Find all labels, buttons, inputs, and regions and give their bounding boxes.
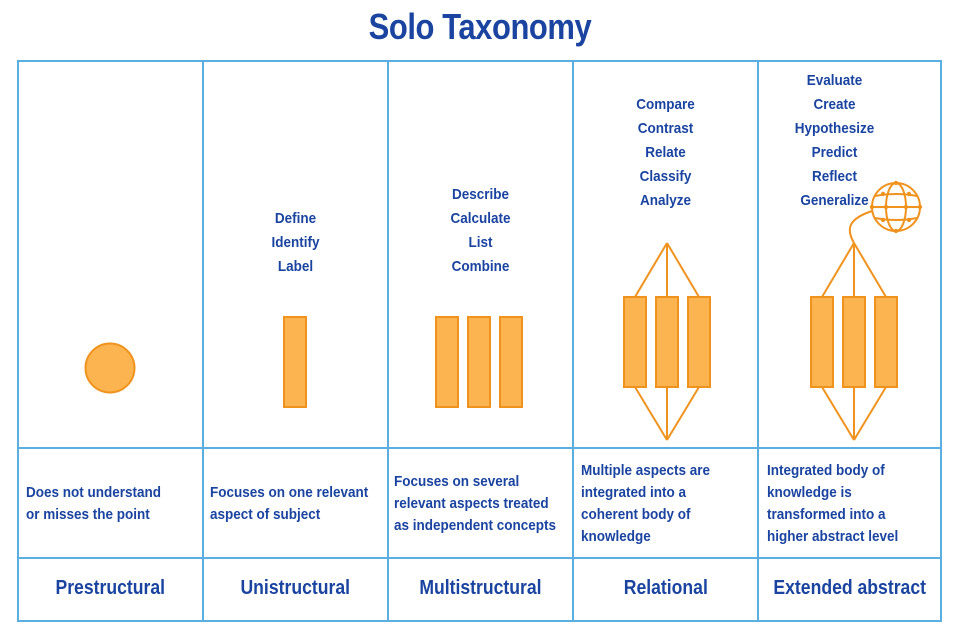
verb-item: Create bbox=[813, 96, 856, 113]
description-relational: Multiple aspects are integrated into a c… bbox=[581, 460, 710, 548]
verb-item: Compare bbox=[636, 96, 695, 113]
verb-item: Define bbox=[274, 210, 317, 227]
column-multistructural: Describe Calculate List Combine Focuses … bbox=[388, 61, 573, 621]
description-line: relevant aspects treated bbox=[394, 495, 549, 512]
verb-item: Label bbox=[277, 258, 314, 275]
verb-list-unistructural: Define Identify Label bbox=[203, 207, 388, 279]
description-extended-abstract: Integrated body of knowledge is transfor… bbox=[767, 460, 898, 548]
description-line: aspect of subject bbox=[210, 506, 321, 523]
circle-icon bbox=[84, 342, 136, 394]
level-label-multistructural: Multistructural bbox=[419, 577, 542, 599]
description-line: Focuses on one relevant bbox=[210, 484, 369, 501]
verb-item: Relate bbox=[645, 144, 686, 161]
description-line: integrated into a bbox=[581, 484, 687, 501]
level-label-extended-abstract: Extended abstract bbox=[773, 577, 926, 599]
level-label-unistructural: Unistructural bbox=[240, 577, 351, 599]
verb-list-extended-abstract: Evaluate Create Hypothesize Predict Refl… bbox=[743, 69, 926, 213]
column-unistructural: Define Identify Label Focuses on one rel… bbox=[203, 61, 388, 621]
description-line: knowledge is bbox=[767, 484, 852, 501]
globe-icon bbox=[871, 182, 921, 232]
verb-item: Combine bbox=[451, 258, 510, 275]
single-bar-icon bbox=[283, 316, 307, 408]
description-line: knowledge bbox=[581, 528, 651, 545]
description-line: transformed into a bbox=[767, 506, 886, 523]
description-line: Does not understand bbox=[26, 484, 162, 501]
verb-list-relational: Compare Contrast Relate Classify Analyze bbox=[573, 93, 758, 213]
level-label-prestructural: Prestructural bbox=[55, 577, 166, 599]
verb-item: Contrast bbox=[637, 120, 694, 137]
verb-item: Hypothesize bbox=[794, 120, 875, 137]
verb-item: Generalize bbox=[800, 192, 869, 209]
description-unistructural: Focuses on one relevant aspect of subjec… bbox=[210, 482, 368, 526]
verb-item: Evaluate bbox=[806, 72, 863, 89]
verb-item: List bbox=[468, 234, 493, 251]
column-prestructural: Does not understand or misses the point … bbox=[18, 61, 203, 621]
verb-item: Analyze bbox=[639, 192, 692, 209]
verb-item: Describe bbox=[451, 186, 510, 203]
verb-item: Identify bbox=[271, 234, 320, 251]
page-title: Solo Taxonomy bbox=[368, 6, 592, 47]
connected-bars-icon bbox=[623, 242, 711, 441]
verb-item: Calculate bbox=[450, 210, 511, 227]
verb-item: Reflect bbox=[811, 168, 858, 185]
column-relational: Compare Contrast Relate Classify Analyze bbox=[573, 61, 758, 621]
description-line: Focuses on several bbox=[394, 473, 520, 490]
column-extended-abstract: Evaluate Create Hypothesize Predict Refl… bbox=[758, 61, 941, 621]
description-line: higher abstract level bbox=[767, 528, 899, 545]
description-line: coherent body of bbox=[581, 506, 691, 523]
description-line: as independent concepts bbox=[394, 517, 557, 534]
three-bars-icon bbox=[435, 316, 523, 408]
description-line: or misses the point bbox=[26, 506, 150, 523]
description-prestructural: Does not understand or misses the point bbox=[26, 482, 161, 526]
description-multistructural: Focuses on several relevant aspects trea… bbox=[394, 471, 556, 537]
verb-item: Classify bbox=[639, 168, 692, 185]
level-label-relational: Relational bbox=[623, 577, 708, 599]
description-line: Integrated body of bbox=[767, 462, 885, 479]
verb-list-multistructural: Describe Calculate List Combine bbox=[388, 183, 573, 279]
verb-item: Predict bbox=[811, 144, 858, 161]
connected-bars-globe-icon bbox=[810, 180, 923, 441]
description-line: Multiple aspects are bbox=[581, 462, 711, 479]
